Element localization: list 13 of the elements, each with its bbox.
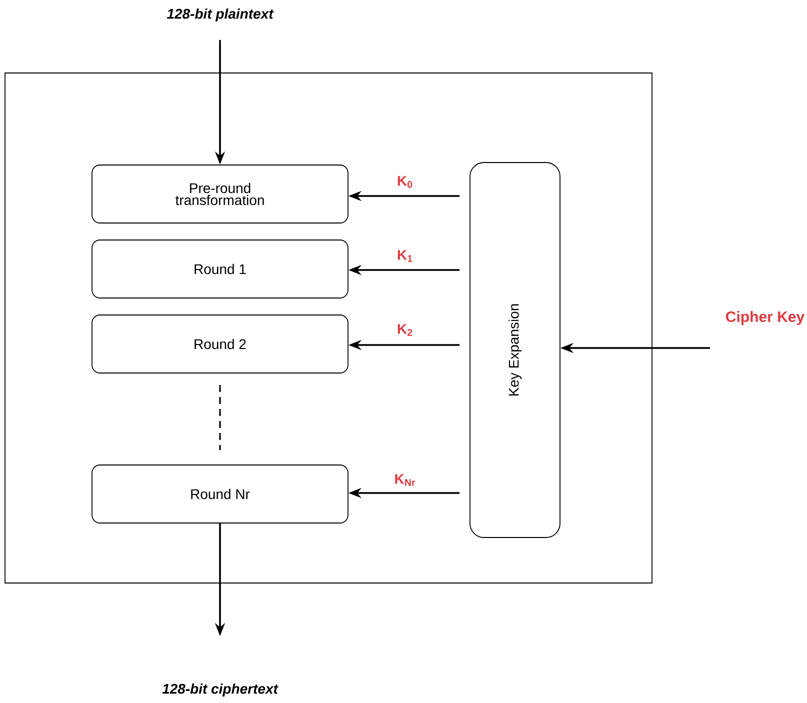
edge-label: K$_{1}$ bbox=[396, 249, 414, 263]
io-label: 128-bit ciphertext bbox=[162, 683, 278, 697]
frame-box bbox=[4, 72, 652, 584]
io-label: 128-bit plaintext bbox=[166, 8, 274, 22]
key-label: Cipher Key bbox=[726, 311, 804, 325]
process-box: Round Nr bbox=[92, 464, 348, 524]
process-box: Pre-round transformation bbox=[92, 164, 348, 224]
process-box: Round 1 bbox=[92, 240, 348, 298]
key-expansion-box: Key Expansion bbox=[470, 162, 560, 538]
edge-label: K$_{2}$ bbox=[396, 323, 414, 337]
edge-label: K$_{0}$ bbox=[396, 175, 414, 189]
process-box: Round 2 bbox=[92, 314, 348, 374]
edge-label: K$_{Nr}$ bbox=[393, 473, 417, 487]
